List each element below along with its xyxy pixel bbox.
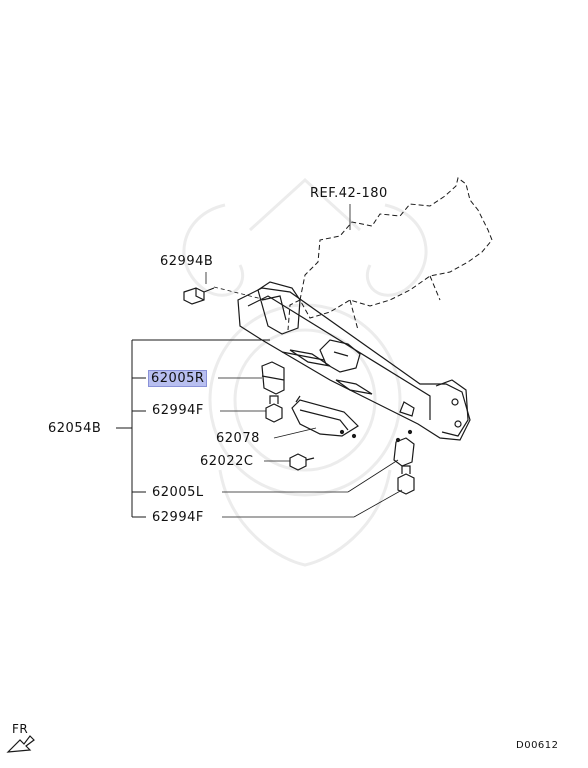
part-label-62994b: 62994B (160, 254, 214, 269)
bolt-62994b (183, 287, 215, 305)
leader-line (273, 427, 317, 439)
diagram-code: D00612 (516, 740, 559, 751)
clip-62022c (289, 453, 315, 471)
part-label-62005l: 62005L (152, 485, 204, 500)
leader-line (353, 489, 403, 518)
part-label-62994f-lower: 62994F (152, 510, 204, 525)
watermark-emblem (182, 177, 428, 567)
bolt-62994f-lower (397, 465, 415, 495)
bracket-62078 (291, 395, 359, 437)
assembly-label: 62054B (48, 421, 102, 436)
bracket-62005r (261, 361, 285, 395)
part-label-62078: 62078 (216, 431, 260, 446)
bracket-62005l (393, 437, 415, 467)
direction-label: FR (12, 722, 29, 736)
leader-line (213, 286, 267, 301)
reference-label: REF.42-180 (310, 186, 388, 201)
leader-line (347, 459, 399, 493)
part-label-62022c: 62022C (200, 454, 254, 469)
assembly-bracket (116, 339, 270, 518)
crossmember-beam (237, 281, 471, 443)
part-label-62994f-upper: 62994F (152, 403, 204, 418)
part-label-62005r[interactable]: 62005R (148, 370, 208, 387)
bolt-62994f-upper (265, 395, 283, 423)
engine-reference-outline (287, 177, 493, 331)
front-arrow-icon (6, 735, 35, 753)
